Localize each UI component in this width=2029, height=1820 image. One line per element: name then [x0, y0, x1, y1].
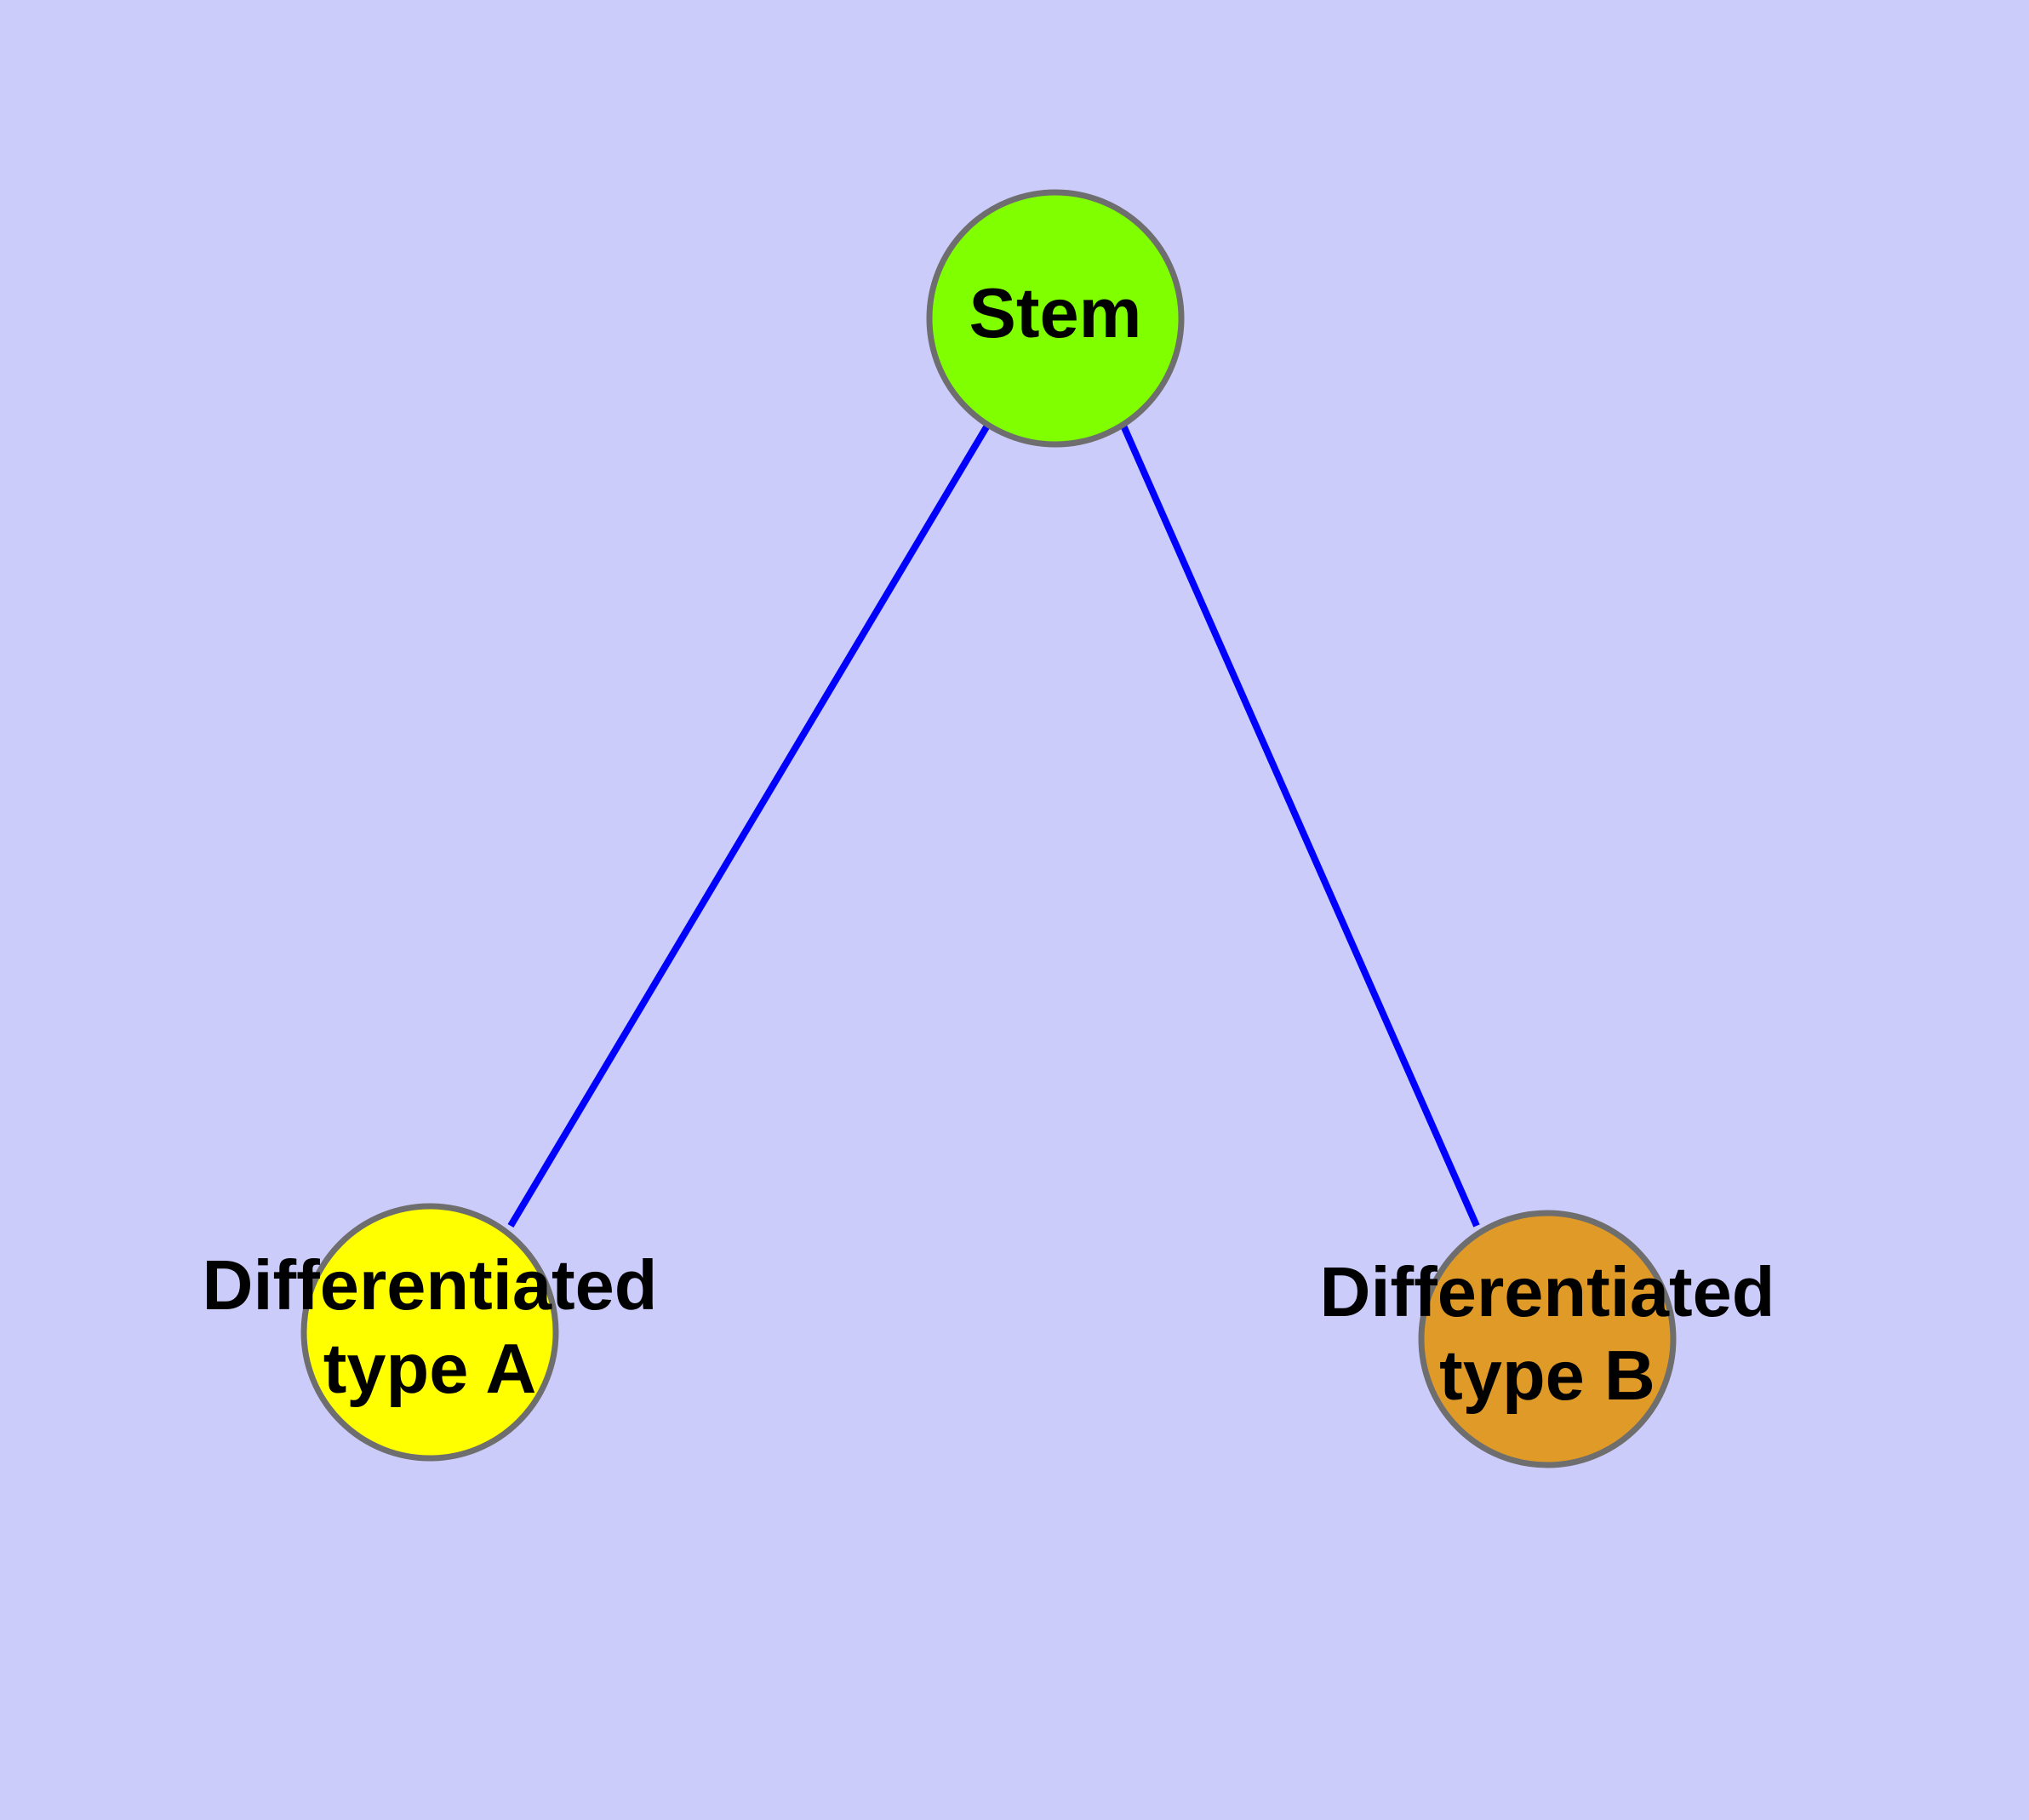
edges-group: [507, 423, 1480, 1228]
node-label-stem: Stem: [969, 273, 1142, 352]
node-label-diff-b-line-1: Differentiated: [1320, 1252, 1775, 1331]
node-label-diff-b-line-2: type B: [1439, 1336, 1655, 1415]
node-circle-diff-b[interactable]: [1418, 1210, 1677, 1468]
node-stem[interactable]: Stem: [926, 189, 1185, 448]
node-circle-diff-a[interactable]: [300, 1203, 559, 1462]
node-circle-stem[interactable]: [926, 189, 1185, 448]
node-label-diff-a-line-2: type A: [323, 1329, 537, 1408]
node-label-diff-a-line-1: Differentiated: [203, 1245, 658, 1325]
edge-stem-to-diff-b[interactable]: [1120, 424, 1480, 1228]
edge-stem-to-diff-a[interactable]: [507, 423, 991, 1228]
